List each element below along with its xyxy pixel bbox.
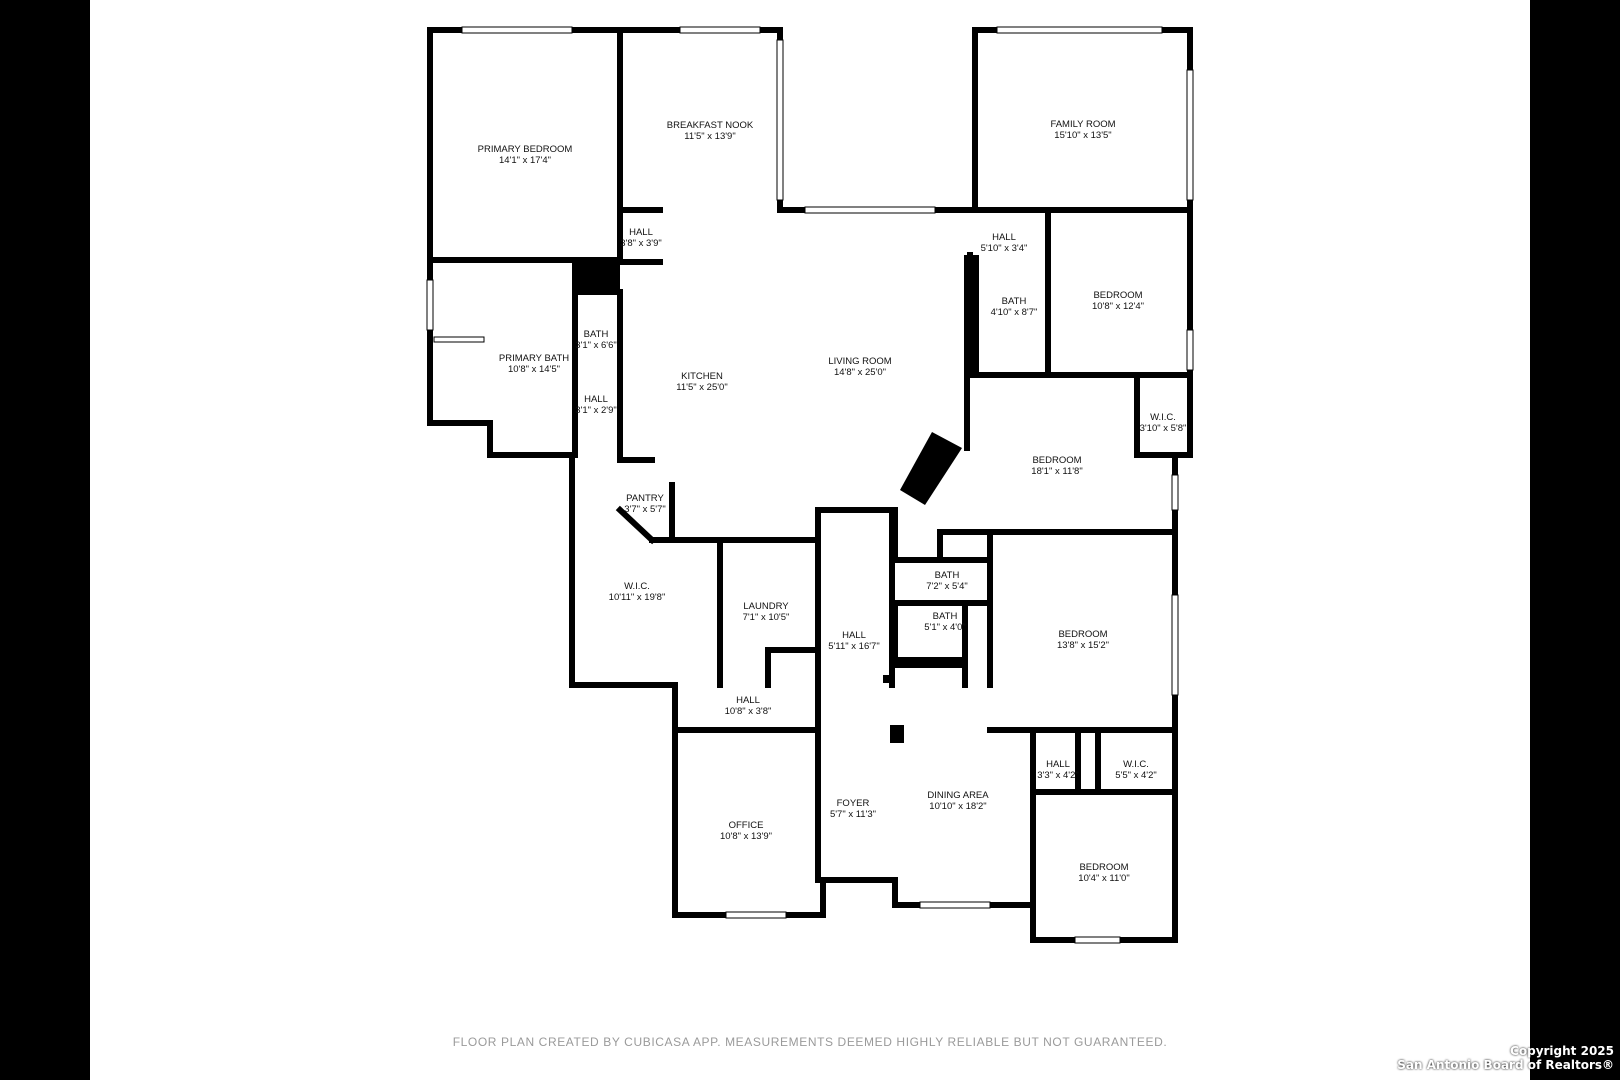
room-name: HALL xyxy=(584,394,608,405)
room-dimensions: 4'10" x 8'7" xyxy=(991,307,1038,318)
room-dimensions: 7'1" x 10'5" xyxy=(743,612,790,623)
room-name: BEDROOM xyxy=(1058,629,1107,640)
room-name: HALL xyxy=(992,232,1016,243)
room-dimensions: 5'10" x 3'4" xyxy=(981,243,1028,254)
room-dimensions: 3'10" x 5'8" xyxy=(1140,423,1187,434)
primary-bath-counter xyxy=(433,336,485,343)
copyright-owner: San Antonio Board of Realtors® xyxy=(1397,1058,1614,1072)
room-name: PRIMARY BEDROOM xyxy=(478,144,573,155)
room-dimensions: 10'8" x 13'9" xyxy=(720,831,772,842)
room-name: PANTRY xyxy=(626,493,664,504)
room-label: W.I.C.5'5" x 4'2" xyxy=(1115,759,1157,781)
room-dimensions: 7'2" x 5'4" xyxy=(926,581,968,592)
room-dimensions: 10'8" x 14'5" xyxy=(508,364,560,375)
room-name: KITCHEN xyxy=(681,371,723,382)
room-dimensions: 5'7" x 11'3" xyxy=(830,809,876,820)
room-dimensions: 14'1" x 17'4" xyxy=(499,155,551,166)
disclaimer-text: FLOOR PLAN CREATED BY CUBICASA APP. MEAS… xyxy=(452,1035,1168,1049)
room-name: LIVING ROOM xyxy=(828,356,891,367)
room-name: HALL xyxy=(842,630,866,641)
room-name: DINING AREA xyxy=(927,790,989,801)
walls xyxy=(427,27,1193,943)
room-dimensions: 15'10" x 13'5" xyxy=(1054,130,1111,141)
room-dimensions: 3'1" x 6'6" xyxy=(575,340,617,351)
room-name: BATH xyxy=(935,570,960,581)
room-name: W.I.C. xyxy=(1150,412,1176,423)
copyright-year: Copyright 2025 xyxy=(1510,1044,1614,1058)
room-name: HALL xyxy=(1046,759,1070,770)
wall-blocks xyxy=(573,255,979,743)
room-dimensions: 5'5" x 4'2" xyxy=(1115,770,1157,781)
room-dimensions: 10'10" x 18'2" xyxy=(929,801,986,812)
room-name: PRIMARY BATH xyxy=(499,353,569,364)
room-name: BEDROOM xyxy=(1032,455,1081,466)
room-dimensions: 11'5" x 13'9" xyxy=(684,131,735,142)
windows xyxy=(426,26,1194,944)
room-name: LAUNDRY xyxy=(743,601,789,612)
copyright-watermark: Copyright 2025 San Antonio Board of Real… xyxy=(1397,1044,1614,1072)
room-name: BATH xyxy=(584,329,609,340)
room-name: W.I.C. xyxy=(1123,759,1149,770)
room-dimensions: 14'8" x 25'0" xyxy=(834,367,886,378)
room-dimensions: 3'8" x 3'9" xyxy=(620,238,662,249)
room-name: OFFICE xyxy=(729,820,764,831)
room-dimensions: 3'3" x 4'2" xyxy=(1037,770,1079,781)
room-dimensions: 5'1" x 4'0" xyxy=(924,622,966,633)
room-dimensions: 10'4" x 11'0" xyxy=(1078,873,1129,884)
room-name: HALL xyxy=(629,227,653,238)
room-dimensions: 3'1" x 2'9" xyxy=(575,405,617,416)
room-dimensions: 10'8" x 3'8" xyxy=(725,706,772,717)
room-dimensions: 10'8" x 12'4" xyxy=(1092,301,1144,312)
room-name: BEDROOM xyxy=(1093,290,1142,301)
room-dimensions: 10'11" x 19'8" xyxy=(609,592,666,603)
room-name: BATH xyxy=(1002,296,1027,307)
room-name: FAMILY ROOM xyxy=(1050,119,1115,130)
room-name: BEDROOM xyxy=(1079,862,1128,873)
room-name: BATH xyxy=(933,611,958,622)
room-name: BREAKFAST NOOK xyxy=(667,120,754,131)
room-label: W.I.C.3'10" x 5'8" xyxy=(1140,412,1187,434)
room-name: HALL xyxy=(736,695,760,706)
room-dimensions: 3'7" x 5'7" xyxy=(624,504,666,515)
room-dimensions: 11'5" x 25'0" xyxy=(676,382,727,393)
room-name: W.I.C. xyxy=(624,581,650,592)
room-name: FOYER xyxy=(837,798,870,809)
room-label: W.I.C.10'11" x 19'8" xyxy=(609,581,666,603)
room-dimensions: 18'1" x 11'8" xyxy=(1031,466,1082,477)
room-dimensions: 13'8" x 15'2" xyxy=(1057,640,1109,651)
room-dimensions: 5'11" x 16'7" xyxy=(828,641,879,652)
